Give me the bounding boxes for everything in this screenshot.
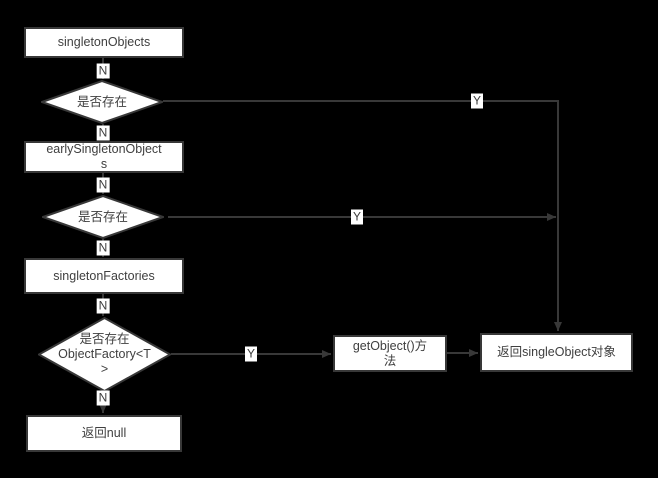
diamond-shape bbox=[42, 195, 164, 239]
edge-label-y: Y bbox=[244, 346, 258, 362]
node-get-object-method: getObject()方 法 bbox=[333, 335, 447, 372]
edge-label-y: Y bbox=[350, 209, 364, 225]
node-return-single-object: 返回singleObject对象 bbox=[480, 333, 633, 372]
node-label: singletonFactories bbox=[53, 268, 155, 283]
node-label: 返回singleObject对象 bbox=[497, 345, 616, 359]
edge-label-n: N bbox=[96, 240, 110, 256]
node-singleton-factories: singletonFactories bbox=[24, 258, 184, 294]
node-early-singleton-objects: earlySingletonObject s bbox=[24, 141, 184, 173]
node-label: singletonObjects bbox=[57, 35, 151, 49]
decision-object-factory-exists: 是否存在 ObjectFactory<T > bbox=[38, 317, 171, 392]
decision-singleton-objects-exists: 是否存在 bbox=[41, 80, 163, 124]
connector-decision1-y-to-returnobject bbox=[163, 100, 562, 331]
node-label: 是否存在 bbox=[77, 209, 128, 224]
edge-label-n: N bbox=[96, 63, 110, 79]
node-label: earlySingletonObject s bbox=[46, 142, 162, 171]
node-label: 是否存在 ObjectFactory<T > bbox=[58, 332, 151, 376]
node-singleton-objects: singletonObjects bbox=[24, 27, 184, 58]
decision-early-singleton-objects-exists: 是否存在 bbox=[42, 195, 164, 239]
edge-label-n: N bbox=[96, 298, 110, 314]
edge-label-n: N bbox=[96, 177, 110, 193]
edge-label-n: N bbox=[96, 125, 110, 141]
diamond-shape bbox=[38, 317, 171, 392]
node-label: getObject()方 法 bbox=[352, 338, 428, 368]
node-label: 返回null bbox=[81, 426, 127, 440]
node-label: 是否存在 bbox=[76, 94, 127, 109]
diamond-shape bbox=[41, 80, 163, 124]
edge-label-y: Y bbox=[470, 93, 484, 109]
edge-label-n: N bbox=[96, 390, 110, 406]
node-return-null: 返回null bbox=[26, 415, 182, 452]
